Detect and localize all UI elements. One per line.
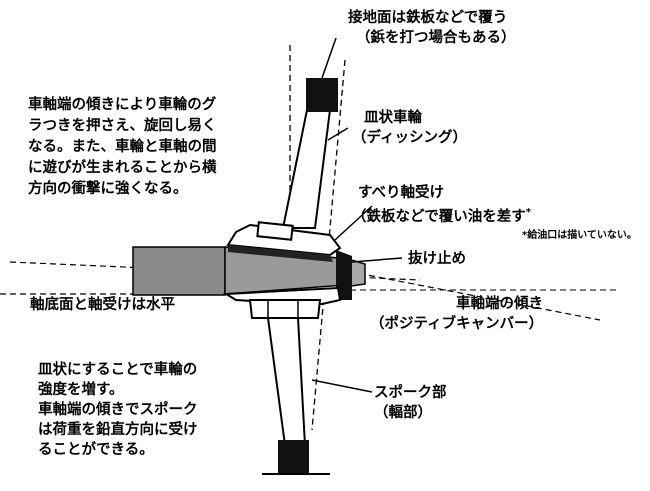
label-dish-wheel: 皿状車輪 （ディッシング）	[352, 110, 467, 146]
leader-ground-surface	[321, 37, 337, 79]
leader-dish-wheel	[327, 127, 349, 141]
leader-bearing	[334, 205, 373, 241]
label-oil-port-note: *給油口は描いていない。	[522, 230, 637, 241]
retainer-pin	[336, 250, 352, 300]
bearing-gap	[228, 245, 333, 262]
axle-body	[132, 246, 226, 296]
label-spoke: スポーク部 （輻部）	[374, 385, 447, 421]
hub-lower-step	[248, 299, 322, 319]
label-axle-horizontal: 軸底面と軸受けは水平	[30, 297, 175, 313]
label-sliding-bearing: すべり軸受け （鉄板などで覆い油を差す*	[352, 185, 531, 225]
label-camber-effect: 車軸端の傾きにより車輪のグ ラつきを押さえ、旋回し易く なる。また、車輪と車軸の…	[28, 97, 217, 197]
label-dish-strength: 皿状にすることで車輪の 強度を増す。 車軸端の傾きでスポーク は荷重を鉛直方向に…	[38, 362, 198, 458]
label-axle-tilt: 車軸端の傾き （ポジティブキャンバー）	[370, 296, 544, 332]
upper-tire-block	[306, 78, 338, 112]
label-retainer: 抜け止め	[408, 251, 466, 267]
leader-spoke	[311, 379, 373, 393]
lower-tire-block	[278, 440, 309, 474]
leader-retainer	[351, 257, 403, 263]
hub-upper-cap	[256, 221, 294, 241]
lower-spoke	[266, 317, 307, 446]
label-ground-surface: 接地面は鉄板などで覆う （鋲を打つ場合もある）	[348, 10, 516, 46]
